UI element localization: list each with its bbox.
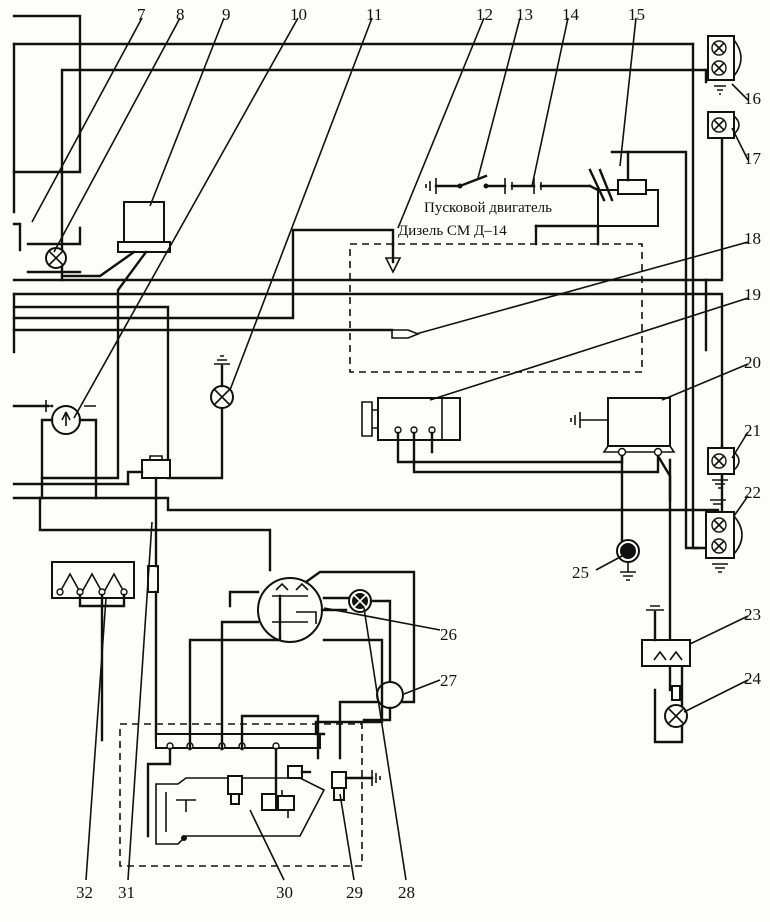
- engine-block: [349, 243, 643, 373]
- callout-numbers: 7 8 9 10 11 12 13 14 15 16 17 18 19 20 2…: [76, 5, 762, 902]
- control-unit: [119, 594, 384, 867]
- callout-31: 31: [118, 883, 135, 902]
- callout-15: 15: [628, 5, 645, 24]
- callout-29: 29: [346, 883, 363, 902]
- callout-9: 9: [222, 5, 231, 24]
- callout-14: 14: [562, 5, 580, 24]
- sensor-9: [40, 201, 171, 500]
- callout-19: 19: [744, 285, 761, 304]
- main-harness-wires: [12, 14, 724, 522]
- callout-28: 28: [398, 883, 415, 902]
- diesel-label: Дизель СМ Д–14: [398, 223, 507, 239]
- callout-8: 8: [176, 5, 185, 24]
- callout-26: 26: [440, 625, 457, 644]
- callout-11: 11: [366, 5, 382, 24]
- callout-18: 18: [744, 229, 761, 248]
- glow-plug-29: [331, 770, 381, 801]
- headlamp-22: [705, 499, 743, 573]
- lamp-28: [348, 589, 392, 688]
- lamp-11: [210, 355, 234, 409]
- headlamp-16: [707, 35, 742, 95]
- ignition-switch: [228, 570, 416, 760]
- headlamp-17: [707, 111, 740, 139]
- callout-23: 23: [744, 605, 761, 624]
- trailer-socket: [641, 605, 691, 667]
- callout-13: 13: [516, 5, 533, 24]
- callout-12: 12: [476, 5, 493, 24]
- callout-32: 32: [76, 883, 93, 902]
- lamp-24: [664, 685, 688, 728]
- right-column-wires: [626, 42, 724, 744]
- lamp-8: [26, 226, 82, 274]
- fuse-block: [51, 561, 135, 742]
- callout-10: 10: [290, 5, 307, 24]
- callout-21: 21: [744, 421, 761, 440]
- headlamp-21: [707, 447, 740, 489]
- buzzer-27: [362, 681, 404, 722]
- callout-17: 17: [744, 149, 762, 168]
- voltage-regulator: [570, 397, 676, 542]
- ammeter: [40, 400, 98, 500]
- callout-22: 22: [744, 483, 761, 502]
- callout-27: 27: [440, 671, 458, 690]
- callout-20: 20: [744, 353, 761, 372]
- starter-engine-label: Пусковой двигатель: [424, 200, 552, 216]
- callout-leaders: [31, 17, 749, 881]
- callout-7: 7: [137, 5, 146, 24]
- starter-circuit: [425, 150, 659, 246]
- switch-31: [38, 455, 272, 742]
- callout-16: 16: [744, 89, 761, 108]
- lamp-25: [616, 539, 640, 581]
- callout-24: 24: [744, 669, 762, 688]
- callout-25: 25: [572, 563, 589, 582]
- callout-30: 30: [276, 883, 293, 902]
